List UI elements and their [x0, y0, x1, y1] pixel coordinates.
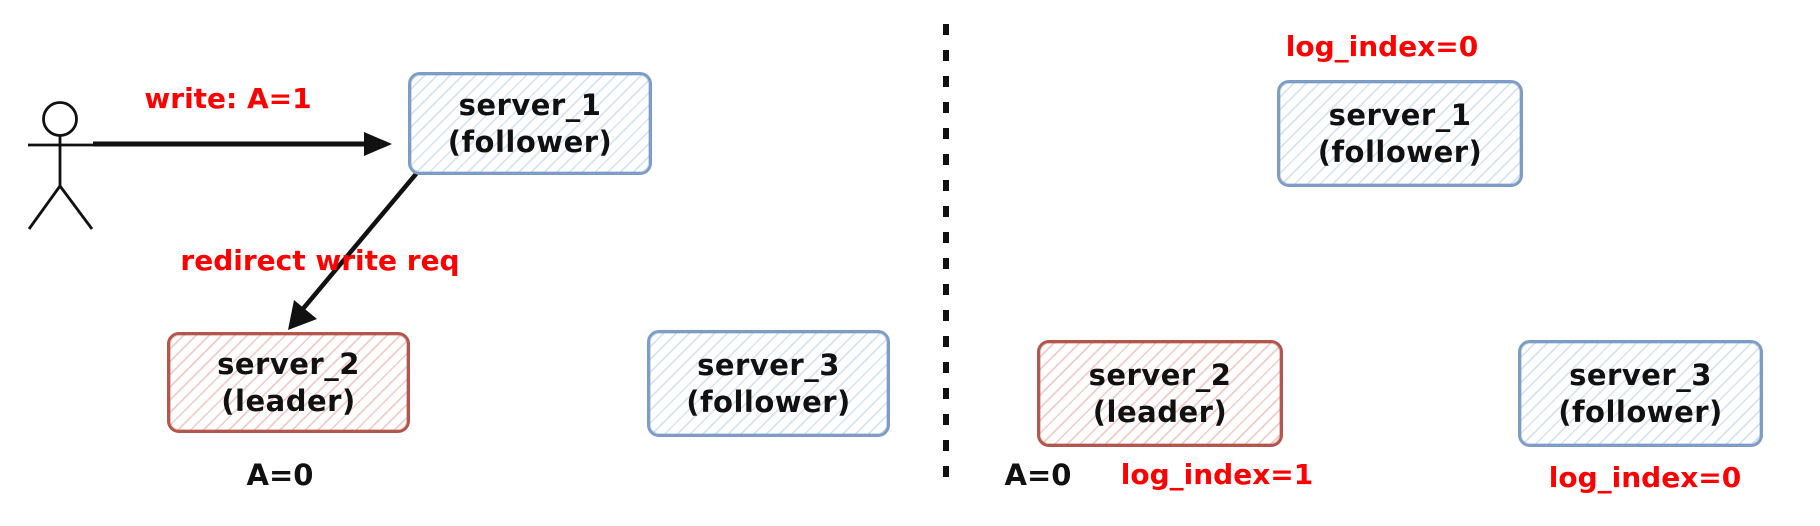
server-name: server_2 — [1088, 357, 1232, 392]
right-a-value-label: A=0 — [1004, 458, 1072, 492]
right-server-3-log-index-label: log_index=0 — [1548, 461, 1742, 494]
right-server-2-log-index-label: log_index=1 — [1120, 458, 1314, 491]
server-role: (follower) — [1317, 134, 1483, 169]
server-role: (follower) — [686, 384, 851, 419]
right-server-2-box: server_2 (leader) — [1037, 340, 1283, 447]
left-server-1-box: server_1 (follower) — [408, 72, 652, 175]
server-name: server_3 — [1569, 357, 1712, 392]
server-name: server_1 — [1328, 97, 1472, 132]
left-a-value-label: A=0 — [246, 458, 314, 492]
redirect-write-label: redirect write req — [180, 244, 460, 277]
right-server-3-box: server_3 (follower) — [1518, 340, 1763, 447]
write-arrow — [93, 132, 392, 156]
server-role: (leader) — [1092, 394, 1228, 429]
server-role: (follower) — [1558, 394, 1723, 429]
server-role: (leader) — [221, 383, 356, 418]
person-stick-figure-icon — [27, 101, 96, 230]
left-server-2-box: server_2 (leader) — [167, 332, 410, 433]
right-server-1-box: server_1 (follower) — [1277, 80, 1523, 187]
server-name: server_2 — [217, 346, 360, 381]
write-request-label: write: A=1 — [144, 82, 312, 115]
redirect-arrow — [288, 166, 423, 330]
right-server-1-log-index-label: log_index=0 — [1285, 30, 1479, 63]
server-role: (follower) — [447, 124, 613, 159]
left-server-3-box: server_3 (follower) — [647, 330, 890, 437]
server-name: server_3 — [697, 347, 840, 382]
server-name: server_1 — [458, 87, 602, 122]
